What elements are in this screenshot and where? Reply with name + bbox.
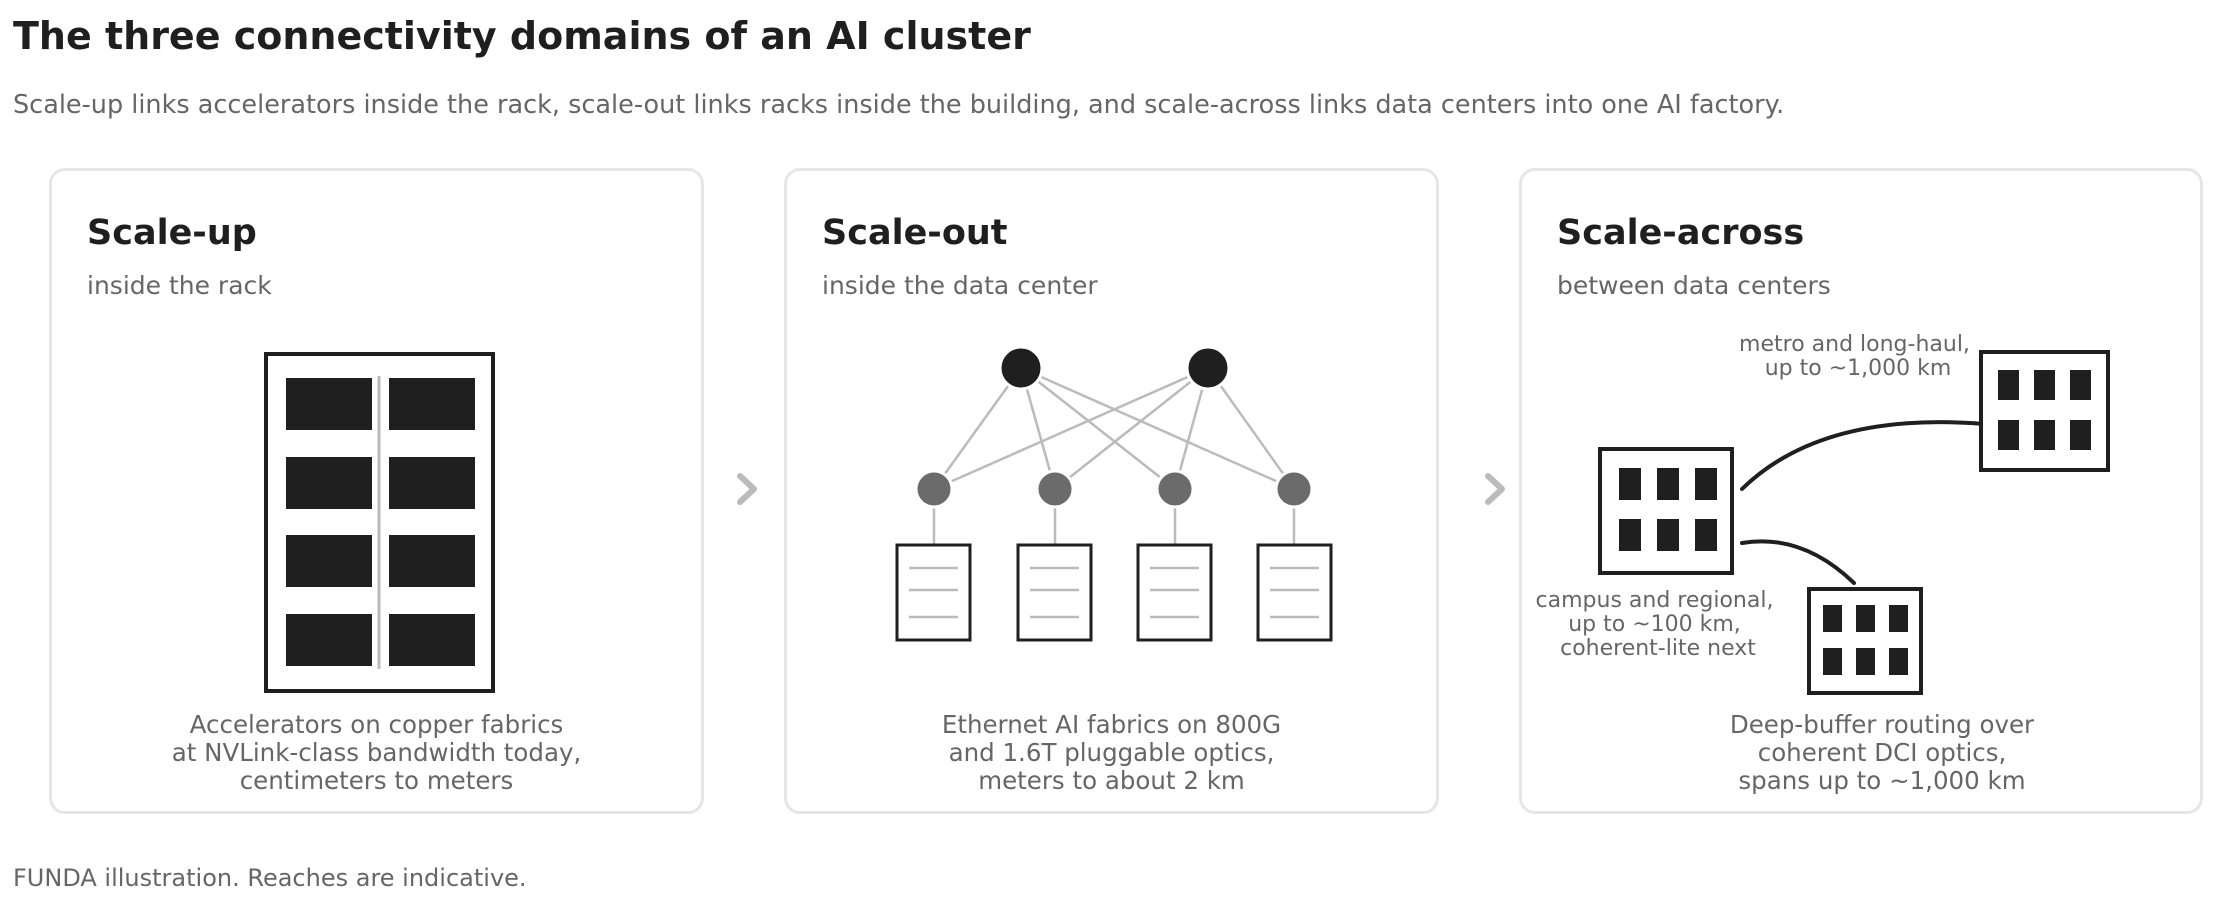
panel-caption: Ethernet AI fabrics on 800G and 1.6T plu… — [787, 711, 1436, 795]
data-center-building — [1979, 350, 2110, 472]
server-rack — [1016, 543, 1093, 642]
accelerator-tray — [389, 535, 475, 587]
caption-line: coherent DCI optics, — [1757, 738, 2007, 767]
caption-line: meters to about 2 km — [978, 766, 1245, 795]
chevron-right-icon — [737, 473, 757, 505]
accelerator-tray — [389, 457, 475, 509]
chevron-right-icon — [1485, 473, 1505, 505]
panel-subtitle: inside the rack — [87, 271, 272, 300]
panel-title: Scale-out — [822, 213, 1008, 253]
server-rack — [1256, 543, 1333, 642]
caption-line: spans up to ~1,000 km — [1738, 766, 2026, 795]
fabric-links — [932, 366, 1296, 545]
scale-out-panel: Scale-out inside the data center — [784, 168, 1439, 814]
panel-title: Scale-across — [1557, 213, 1805, 253]
leaf-switch — [1155, 469, 1195, 509]
leaf-switch — [1274, 469, 1314, 509]
panel-subtitle: inside the data center — [822, 271, 1098, 300]
rack-diagram — [264, 352, 495, 693]
data-center-building — [1807, 587, 1923, 695]
accelerator-tray — [286, 535, 372, 587]
server-rack — [895, 543, 972, 642]
scale-up-panel: Scale-up inside the rack Accelerators on… — [49, 168, 704, 814]
caption-line: at NVLink-class bandwidth today, — [171, 738, 582, 767]
metro-reach-label: metro and long-haul, up to ~1,000 km — [1739, 332, 1977, 381]
accelerator-tray — [286, 378, 372, 430]
accelerator-tray — [389, 614, 475, 666]
footer-note: FUNDA illustration. Reaches are indicati… — [13, 864, 527, 892]
accelerator-tray — [286, 614, 372, 666]
server-rack — [1136, 543, 1213, 642]
leaf-spine-diagram — [895, 345, 1333, 642]
accelerator-tray — [286, 457, 372, 509]
spine-switch — [998, 345, 1044, 391]
panel-title: Scale-up — [87, 213, 257, 253]
datacenter-interconnect-diagram: metro and long-haul, up to ~1,000 km cam… — [1536, 332, 2110, 695]
panel-subtitle: between data centers — [1557, 271, 1831, 300]
page-subtitle: Scale-up links accelerators inside the r… — [13, 90, 1785, 120]
panel-caption: Deep-buffer routing over coherent DCI op… — [1522, 711, 2240, 795]
leaf-switch — [1035, 469, 1075, 509]
scale-across-panel: Scale-across between data centers — [1519, 168, 2203, 814]
caption-line: Deep-buffer routing over — [1729, 710, 2035, 739]
spine-switch — [1185, 345, 1231, 391]
caption-line: Accelerators on copper fabrics — [189, 710, 564, 739]
regional-link — [1740, 539, 1856, 585]
caption-line: centimeters to meters — [239, 766, 514, 795]
accelerator-tray — [389, 378, 475, 430]
data-center-building — [1598, 447, 1734, 575]
caption-line: Ethernet AI fabrics on 800G — [941, 710, 1282, 739]
page-title: The three connectivity domains of an AI … — [13, 14, 1031, 58]
panel-caption: Accelerators on copper fabrics at NVLink… — [52, 711, 701, 795]
caption-line: and 1.6T pluggable optics, — [948, 738, 1275, 767]
campus-reach-label: campus and regional, up to ~100 km, cohe… — [1536, 588, 1781, 661]
long-haul-link — [1740, 420, 1986, 491]
leaf-switch — [914, 469, 954, 509]
